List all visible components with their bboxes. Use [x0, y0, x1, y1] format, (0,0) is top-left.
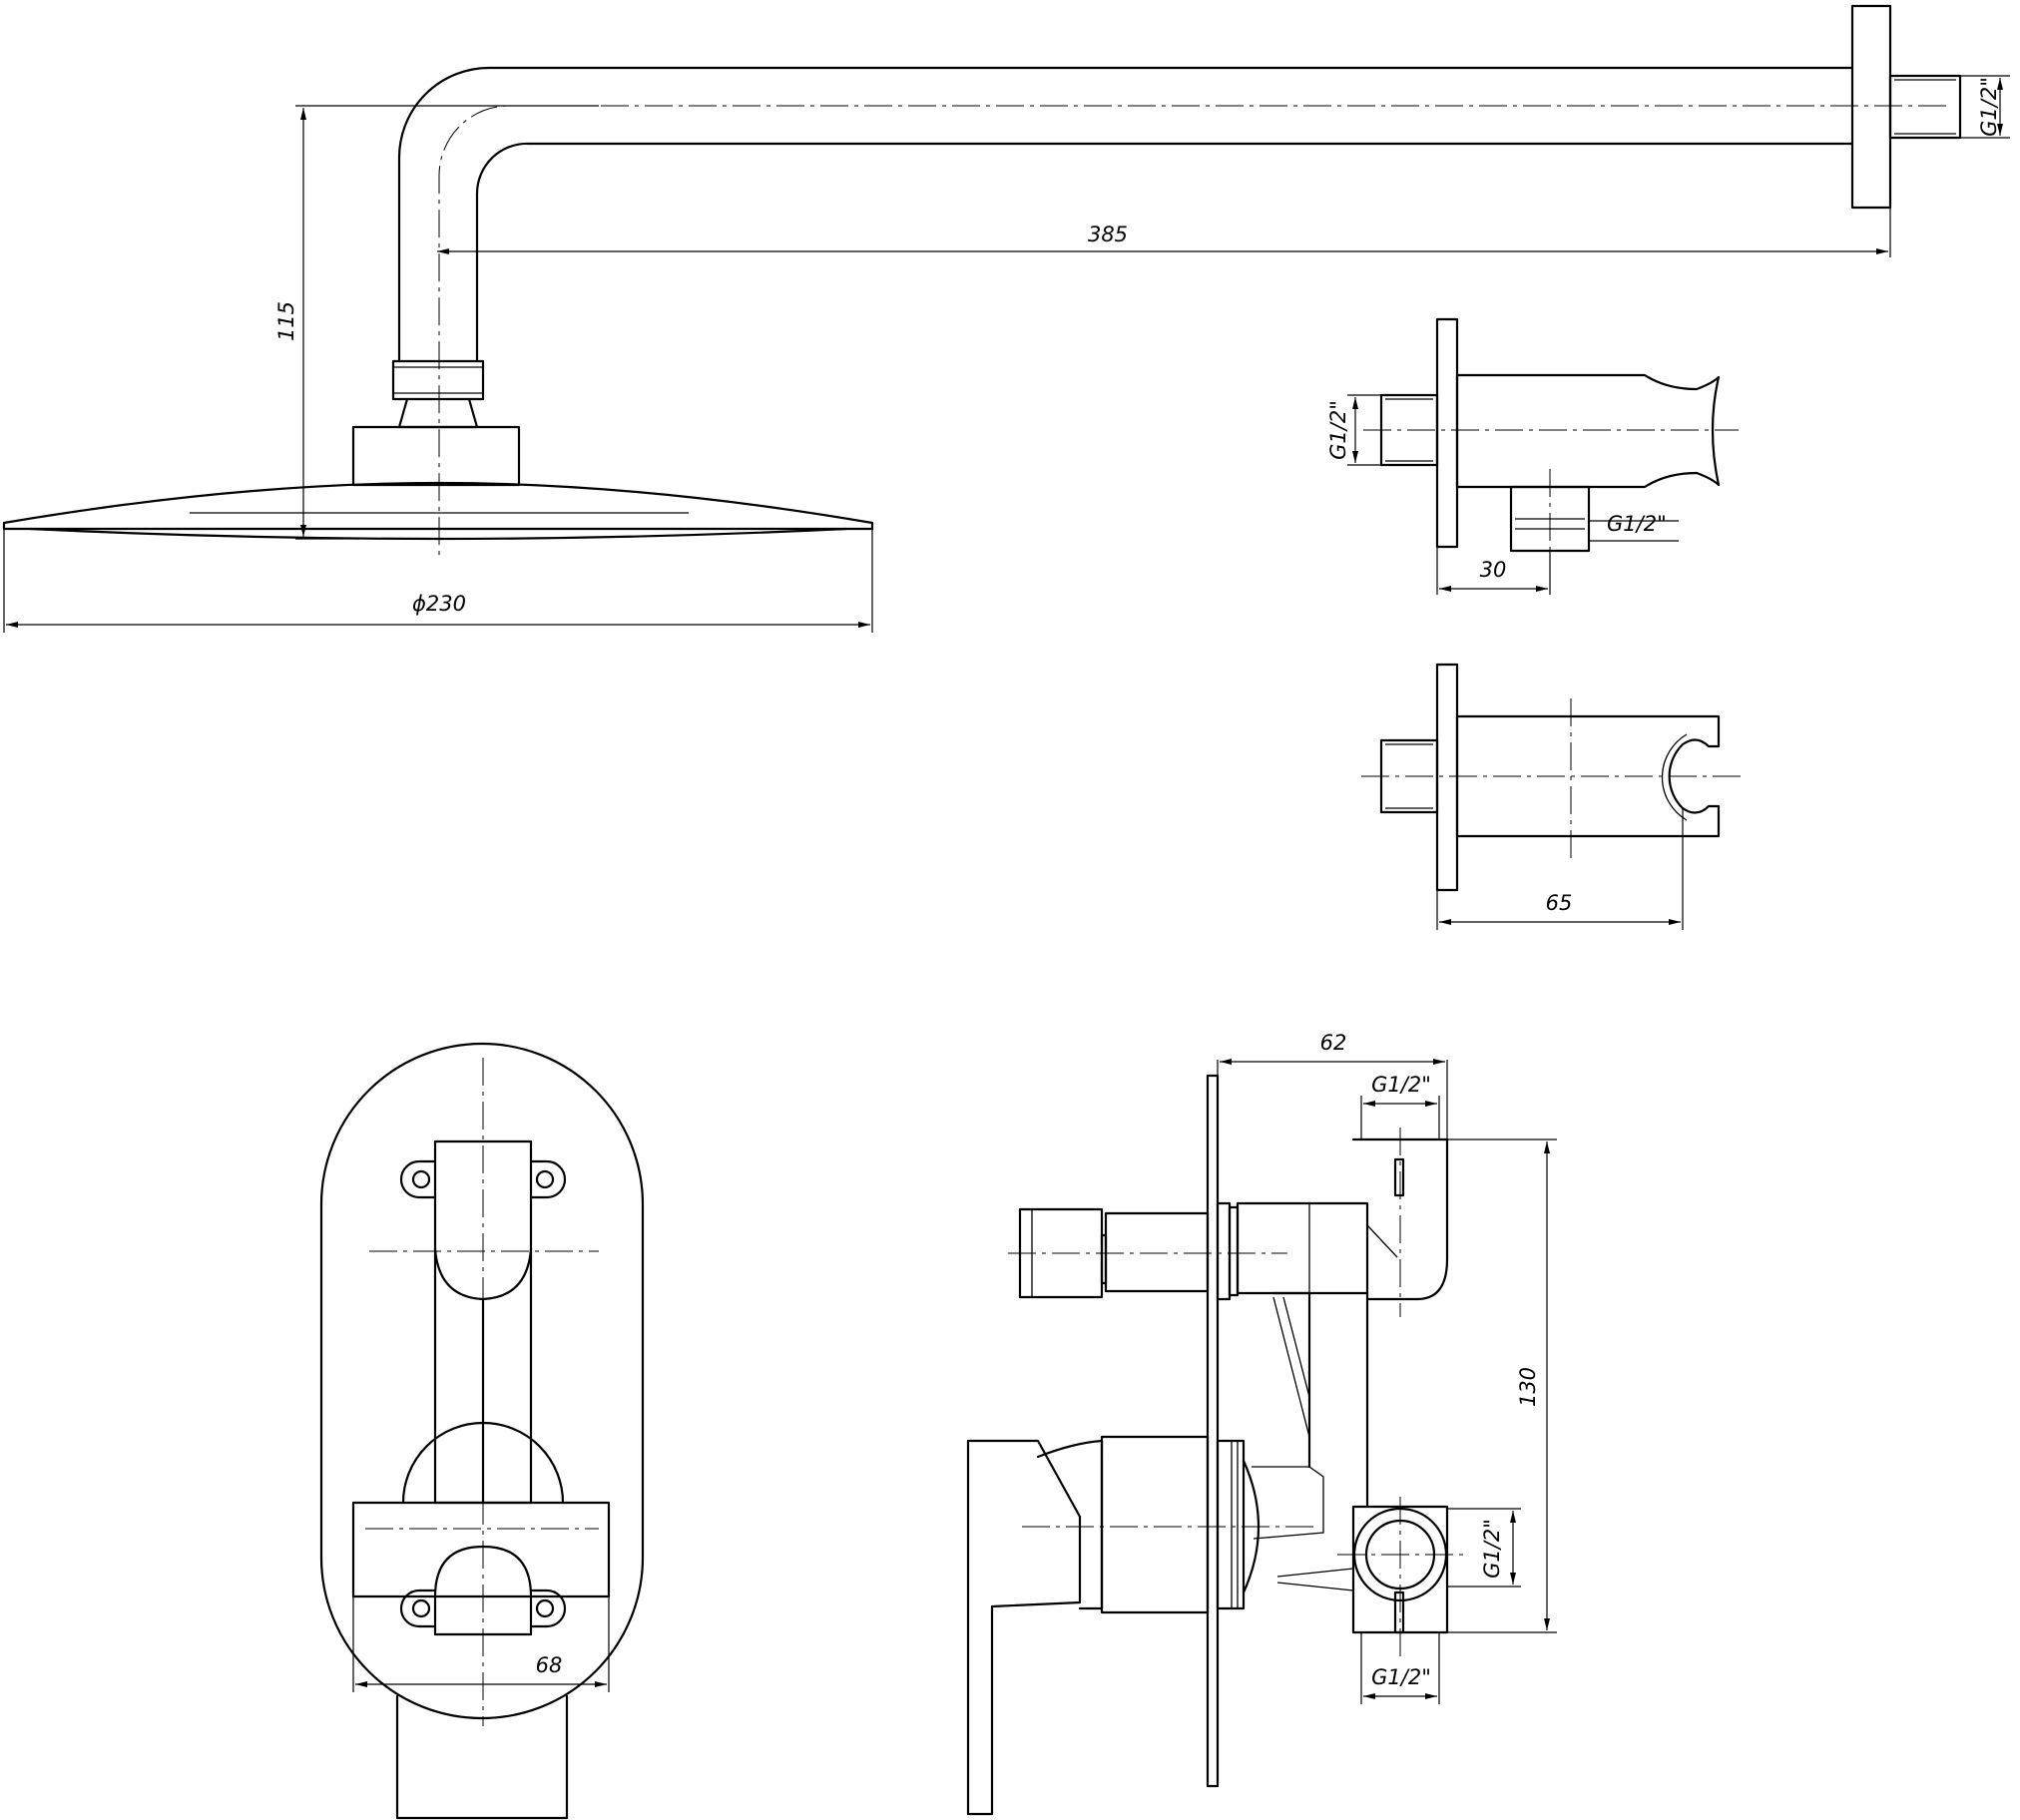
- dim-valve-thread-right: G1/2": [1446, 1508, 1521, 1588]
- valve-side-view: [966, 1074, 1463, 1816]
- dim-arm-thread-label: G1/2": [1977, 77, 2001, 137]
- dim-outlet-thread-out-label: G1/2": [1607, 512, 1667, 536]
- arm-tube-inner: [475, 142, 1854, 363]
- dim-arm-drop-label: 115: [274, 301, 298, 341]
- dim-holder-depth-label: 65: [1546, 891, 1573, 915]
- valve-ear-bottom-left: [399, 1589, 437, 1628]
- dim-plate-width-label: 68: [536, 1653, 563, 1677]
- arm-thread-stub: [1888, 74, 1962, 140]
- dim-arm-drop: 115: [274, 105, 599, 540]
- holder-top-view: [1361, 663, 1741, 892]
- valve-cartridge: [1100, 1435, 1210, 1614]
- shower-arm-assembly: [2, 4, 1962, 559]
- outlet-body: [1455, 373, 1721, 489]
- valve-ear-top-right: [529, 1159, 567, 1199]
- dim-head-diameter-label: ϕ230: [412, 592, 466, 616]
- shower-head-top: [2, 481, 874, 531]
- dim-outlet-depth-label: 30: [1480, 558, 1507, 582]
- dim-outlet-thread-out: G1/2": [1589, 512, 1679, 542]
- arm-ball-joint: [397, 397, 479, 429]
- dim-valve-thread-bottom: G1/2": [1360, 1632, 1440, 1704]
- dim-arm-length-label: 385: [1088, 223, 1128, 246]
- arm-tube-outer: [397, 66, 1854, 363]
- shower-head-bottom: [28, 527, 848, 541]
- arm-nut: [391, 359, 485, 401]
- dim-head-diameter: ϕ230: [3, 529, 873, 633]
- valve-lower-body: [1351, 1505, 1449, 1634]
- valve-connector: [1271, 1291, 1369, 1509]
- valve-cross-bar: [351, 1501, 611, 1598]
- dim-plate-width: 68: [352, 1596, 610, 1692]
- dim-valve-thread-top: G1/2": [1360, 1073, 1440, 1139]
- valve-spout-stub: [395, 1694, 569, 1820]
- head-neck: [351, 425, 521, 487]
- valve-lever-handle: [966, 1439, 1082, 1816]
- dim-holder-depth: 65: [1436, 808, 1684, 930]
- arm-wall-flange: [1850, 4, 1892, 210]
- holder-wall-plate: [1435, 663, 1459, 892]
- valve-side-wall-plate: [1206, 1074, 1220, 1788]
- dim-valve-height: 130: [1447, 1138, 1557, 1633]
- dim-valve-thread-right-label: G1/2": [1480, 1519, 1504, 1579]
- dim-valve-depth: 62: [1217, 1031, 1448, 1203]
- valve-diverter-block: [1236, 1201, 1369, 1295]
- valve-cover-plate: [319, 1042, 645, 1720]
- valve-bonnet: [1216, 1439, 1246, 1610]
- valve-front-view: [319, 1042, 645, 1820]
- dim-outlet-thread-in: G1/2": [1326, 394, 1381, 466]
- valve-upper-stem: [1104, 1211, 1210, 1293]
- dim-valve-thread-bottom-label: G1/2": [1371, 1665, 1431, 1689]
- dim-arm-length: 385: [437, 208, 1891, 257]
- dim-valve-height-label: 130: [1516, 1367, 1540, 1407]
- dim-outlet-depth: 30: [1436, 547, 1551, 595]
- valve-ear-bottom-right: [529, 1589, 567, 1628]
- dim-arm-thread: G1/2": [1960, 75, 2010, 139]
- dim-valve-thread-top-label: G1/2": [1371, 1073, 1431, 1097]
- valve-upper-outlet-side: [1351, 1138, 1449, 1301]
- valve-ear-top-left: [399, 1159, 437, 1199]
- dim-valve-depth-label: 62: [1320, 1031, 1347, 1055]
- holder-body: [1455, 714, 1721, 838]
- dim-outlet-thread-in-label: G1/2": [1326, 400, 1350, 460]
- wall-outlet-side-view: [1363, 317, 1739, 565]
- outlet-wall-plate: [1435, 317, 1459, 549]
